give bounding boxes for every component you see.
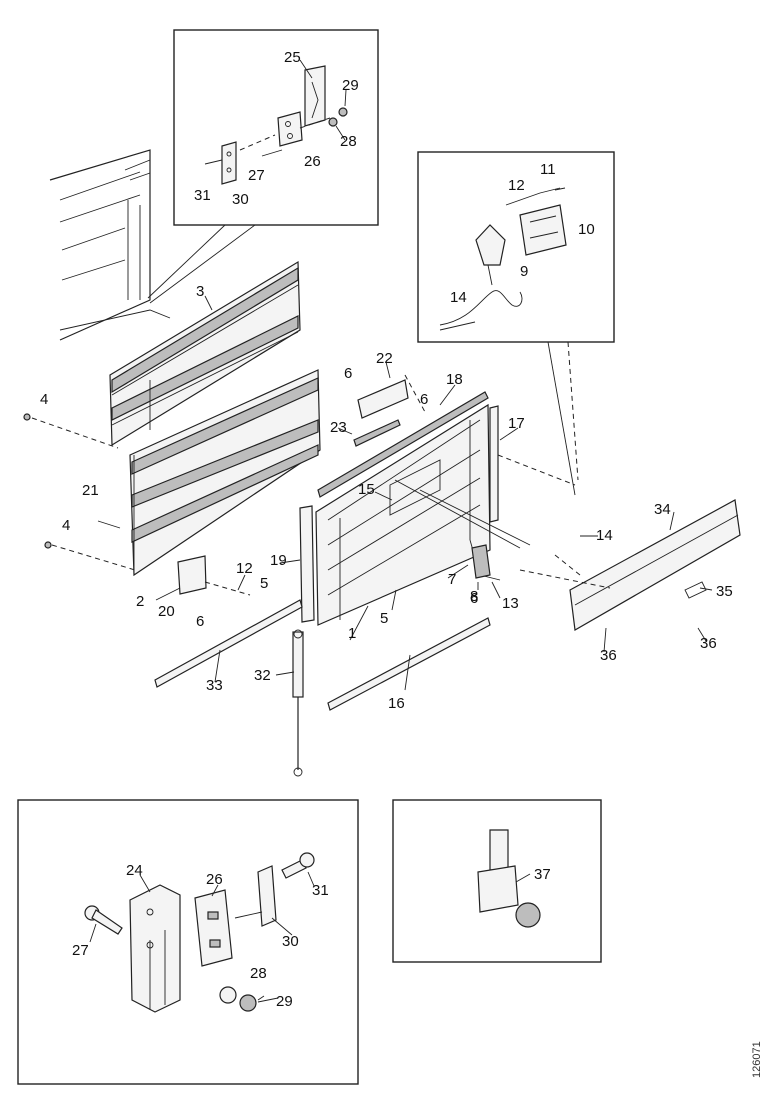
callout-13: 13	[502, 595, 519, 612]
callout-17: 17	[508, 415, 525, 432]
rail-18	[317, 391, 489, 498]
hinge-detail-inset	[147, 29, 379, 304]
callout-35: 35	[716, 583, 733, 600]
callout-31: 31	[194, 187, 211, 204]
callout-5: 5	[260, 575, 268, 592]
callout-11: 11	[540, 161, 556, 178]
latch-detail-inset	[417, 151, 615, 496]
strut-17	[489, 405, 499, 523]
callout-30: 30	[282, 933, 299, 950]
explosion-lines	[31, 374, 611, 596]
callout-4: 4	[40, 391, 48, 408]
callout-6: 6	[420, 391, 428, 408]
callout-29: 29	[276, 993, 293, 1010]
rear-door-frame	[315, 403, 491, 626]
callout-29: 29	[342, 77, 359, 94]
callout-5: 5	[380, 610, 388, 627]
callout-26: 26	[304, 153, 321, 170]
vehicle-body-outline	[49, 149, 171, 341]
fitting-detail-inset	[392, 799, 602, 963]
callout-36: 36	[700, 635, 717, 652]
callout-25: 25	[284, 49, 301, 66]
plate-22	[357, 379, 409, 419]
callout-19: 19	[270, 552, 287, 569]
lower-side-panel	[129, 369, 321, 577]
bumper-34	[569, 499, 741, 631]
callout-21: 21	[82, 482, 99, 499]
callout-4: 4	[62, 517, 70, 534]
callout-37: 37	[534, 866, 551, 883]
callout-7: 7	[448, 571, 456, 588]
callout-26: 26	[206, 871, 223, 888]
strip-23	[353, 419, 401, 447]
callout-14: 14	[450, 289, 467, 306]
callout-10: 10	[578, 221, 595, 238]
callout-6: 6	[196, 613, 204, 630]
callout-2: 2	[136, 593, 144, 610]
callout-22: 22	[376, 350, 393, 367]
rail-33	[154, 599, 303, 688]
callout-3: 3	[196, 283, 204, 300]
callout-14: 14	[596, 527, 613, 544]
callout-28: 28	[250, 965, 267, 982]
callout-27: 27	[248, 167, 265, 184]
callout-6: 6	[470, 590, 478, 607]
callout-18: 18	[446, 371, 463, 388]
bracket-20	[177, 555, 207, 595]
callout-31: 31	[312, 882, 329, 899]
callout-33: 33	[206, 677, 223, 694]
callout-9: 9	[520, 263, 528, 280]
callout-28: 28	[340, 133, 357, 150]
figure-id: 126071	[751, 1041, 763, 1078]
callout-12: 12	[236, 560, 253, 577]
callout-1: 1	[348, 625, 356, 642]
callout-36: 36	[600, 647, 617, 664]
callout-34: 34	[654, 501, 671, 518]
upper-side-panel	[109, 260, 301, 447]
callout-20: 20	[158, 603, 175, 620]
callout-8: 8	[470, 588, 478, 605]
callout-30: 30	[232, 191, 249, 208]
callout-labels: 1 2 3 4 4 5 5 6 6 6 6 7 8 9 10 11 12 12 …	[40, 49, 733, 1010]
strut-19	[299, 505, 315, 623]
leader-lines	[97, 295, 713, 691]
callout-12: 12	[508, 177, 525, 194]
callout-23: 23	[330, 419, 347, 436]
callout-24: 24	[126, 862, 143, 879]
callout-6: 6	[344, 365, 352, 382]
callout-32: 32	[254, 667, 271, 684]
callout-15: 15	[358, 481, 375, 498]
callout-27: 27	[72, 942, 89, 959]
gas-strut-32	[292, 629, 304, 777]
hinge-assembly-inset	[17, 799, 359, 1085]
callout-16: 16	[388, 695, 405, 712]
